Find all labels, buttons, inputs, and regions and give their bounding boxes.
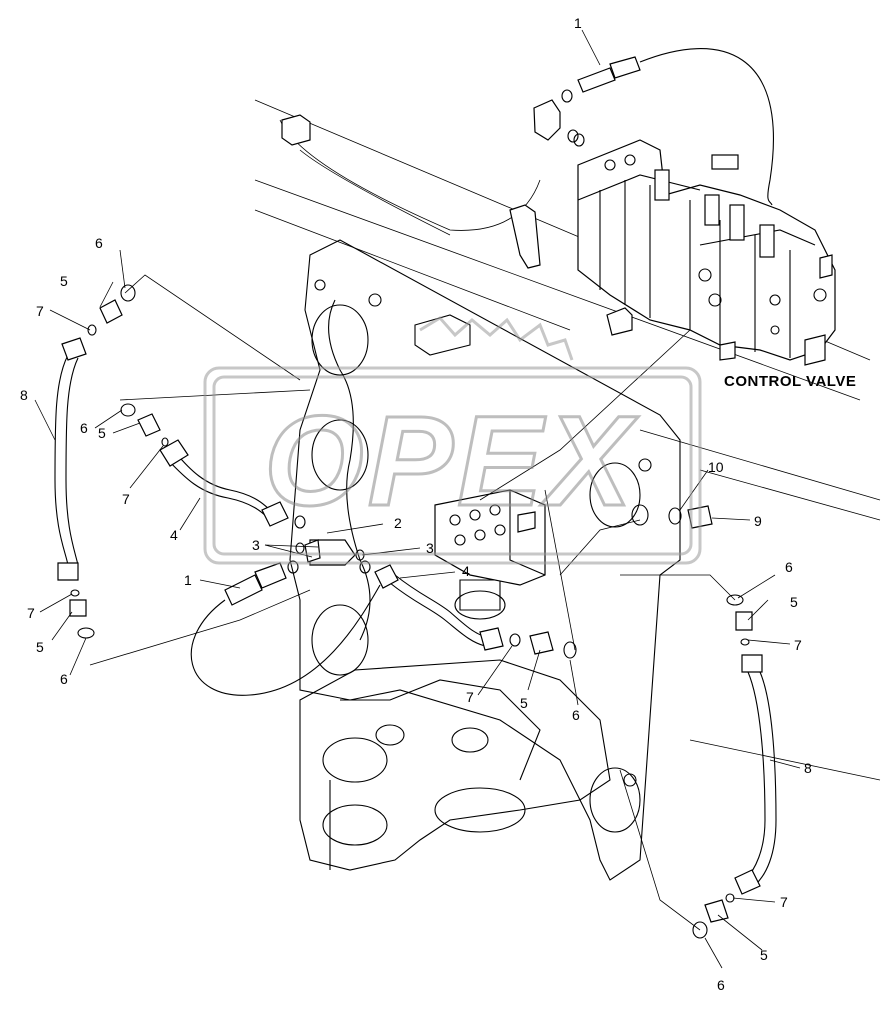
tube-8-left [54,337,95,639]
callout-5-b: 5 [98,425,106,441]
callout-6-e: 6 [785,559,793,575]
callout-7-f: 7 [780,894,788,910]
callout-3-a: 3 [252,537,260,553]
watermark: OPEX [203,316,702,565]
callout-2: 2 [394,515,402,531]
callout-8-left: 8 [20,387,28,403]
callout-5-a: 5 [60,273,68,289]
tube-4-left [159,439,306,529]
callout-7-e: 7 [794,637,802,653]
callout-5-d: 5 [520,695,528,711]
callout-1-mid: 1 [184,572,192,588]
callout-6-d: 6 [572,707,580,723]
callout-1-top: 1 [574,15,582,31]
callout-3-b: 3 [426,540,434,556]
callout-6-c: 6 [60,671,68,687]
callout-7-b: 7 [122,491,130,507]
control-valve-assembly [577,139,836,366]
control-valve-label: CONTROL VALVE [724,373,856,390]
fittings-upper-left [87,284,169,447]
callout-7-c: 7 [27,605,35,621]
top-fittings [533,89,585,147]
tube-4-right [359,560,577,659]
watermark-text: OPEX [264,390,638,533]
callout-9: 9 [754,513,762,529]
main-frame-plate [289,239,681,881]
callout-7-a: 7 [36,303,44,319]
tube-8-right [692,594,777,939]
callout-8-right: 8 [804,760,812,776]
callout-6-a: 6 [95,235,103,251]
callout-10: 10 [708,459,724,475]
lower-yoke [299,659,611,871]
callout-5-e: 5 [790,594,798,610]
callout-numbers: 1 1 2 3 3 4 4 5 5 5 5 5 5 6 6 6 6 6 6 7 … [20,15,812,993]
hose-1-middle [190,560,381,696]
callout-5-c: 5 [36,639,44,655]
callout-5-f: 5 [760,947,768,963]
callout-6-b: 6 [80,420,88,436]
callout-7-d: 7 [466,689,474,705]
hose-1-top [577,48,774,206]
callout-4-right: 4 [462,563,470,579]
callout-6-f: 6 [717,977,725,993]
distribution-block [434,489,546,586]
callout-4-left: 4 [170,527,178,543]
